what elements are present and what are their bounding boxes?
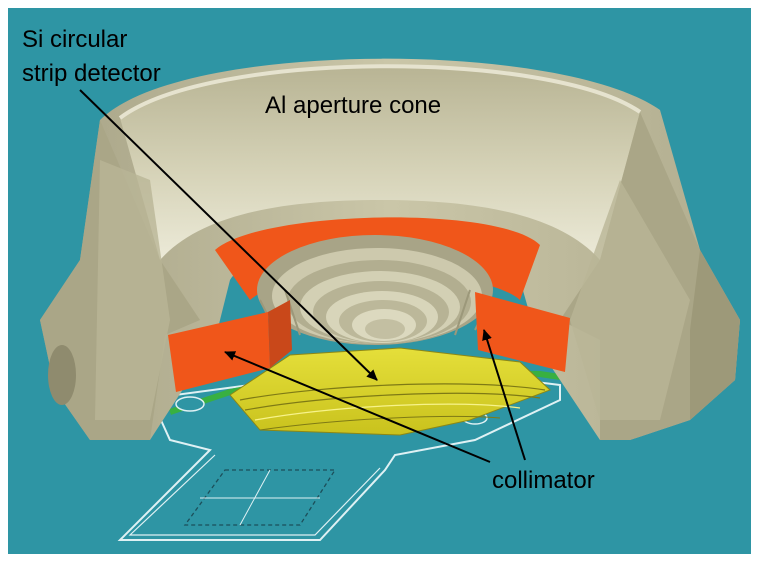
collimator-label: collimator [492, 467, 595, 494]
mounting-hole-left [175, 396, 205, 412]
aperture-cone-label: Al aperture cone [265, 92, 442, 119]
arrow-to-collimator-right [482, 329, 526, 461]
collimator-block-right [475, 292, 570, 372]
si-detector [229, 347, 551, 436]
collimator-block-left [168, 312, 270, 392]
housing-side-bore [48, 345, 76, 405]
detector-label-line1: Si circular [22, 26, 128, 53]
aperture-throat [257, 235, 493, 345]
detector-label-line2: strip detector [22, 60, 161, 87]
arrow-to-collimator-left [224, 351, 491, 463]
pcb-pad-outline [183, 469, 337, 526]
arrow-to-detector [79, 89, 378, 381]
